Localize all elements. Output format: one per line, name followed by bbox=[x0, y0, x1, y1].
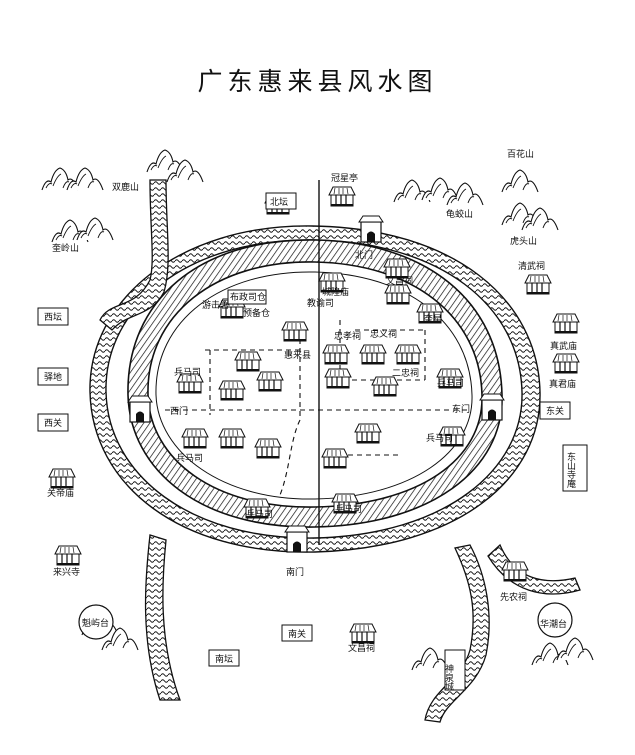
label-jiaoyu-si: 教谕司 bbox=[307, 297, 334, 309]
label-bingma-si-5: 兵马司 bbox=[246, 508, 273, 520]
label-youji-shu: 游击署 bbox=[202, 299, 229, 311]
label-wenchang-ci-2: 文昌祠 bbox=[348, 642, 375, 654]
label-bingma-si-3: 兵马司 bbox=[426, 432, 453, 444]
south-gate bbox=[284, 525, 310, 553]
label-busheng-cangku: 布政司仓 bbox=[230, 291, 266, 303]
label-dong-guan: 东关 bbox=[546, 405, 564, 417]
label-bingma-si-2: 兵马司 bbox=[437, 377, 464, 389]
label-kuixing: 奎星 bbox=[424, 313, 442, 325]
label-wenchang-ci: 文昌祠 bbox=[386, 275, 413, 287]
label-nan-men: 南门 bbox=[286, 566, 304, 578]
label-guandi-miao: 关帝庙 bbox=[47, 487, 74, 499]
label-bingma-si-4: 兵马司 bbox=[176, 452, 203, 464]
label-xiannong-ci: 先农祠 bbox=[500, 591, 527, 603]
west-gate bbox=[127, 395, 153, 423]
label-bingma-si-1: 兵马司 bbox=[174, 366, 201, 378]
label-bingma-si-6: 兵马司 bbox=[335, 503, 362, 515]
west-river bbox=[99, 179, 169, 331]
label-zhongxiao-ci: 二忠祠 bbox=[392, 367, 419, 379]
label-zhenjun-miao: 真君庙 bbox=[549, 378, 576, 390]
south-east-river bbox=[424, 544, 490, 723]
label-bei-tan: 北坛 bbox=[270, 197, 288, 208]
label-shenquan-cheng: 神泉城 bbox=[443, 663, 454, 692]
north-gate bbox=[358, 215, 384, 243]
label-guibo-shan: 龟蛟山 bbox=[446, 208, 473, 220]
label-dong-men: 东门 bbox=[452, 403, 470, 415]
label-zhenwu-miao: 真武庙 bbox=[550, 340, 577, 352]
label-baihua-shan: 百花山 bbox=[507, 148, 534, 160]
label-bei-men: 北门 bbox=[355, 249, 373, 261]
label-guoyi-cang: 预备仓 bbox=[243, 307, 270, 319]
label-nan-tan: 南坛 bbox=[215, 653, 233, 665]
label-shuanglu-shan: 双鹿山 bbox=[112, 181, 139, 193]
label-yi-di: 驿地 bbox=[44, 371, 62, 383]
label-xi-tan: 西坛 bbox=[44, 312, 62, 323]
label-guanxing-ting: 冠星亭 bbox=[331, 172, 358, 184]
label-laixing-si: 来兴寺 bbox=[53, 567, 80, 578]
label-chenghuang-miao: 城隍庙 bbox=[322, 286, 349, 298]
label-qingwu-ci: 清武祠 bbox=[518, 260, 545, 272]
label-zhongyi-ci: 忠义祠 bbox=[370, 328, 397, 340]
label-dongshan-siyuan: 东山寺庵 bbox=[565, 451, 576, 489]
label-xi-guan: 西关 bbox=[44, 417, 62, 429]
label-zhanxiao-miao: 忠孝祠 bbox=[334, 330, 361, 342]
label-kuiling-shan: 奎岭山 bbox=[52, 242, 79, 254]
map-title: 广东惠来县风水图 bbox=[197, 67, 438, 96]
label-nan-guan: 南关 bbox=[288, 628, 306, 640]
label-hutou-shan: 虎头山 bbox=[510, 235, 537, 247]
label-xi-men: 西门 bbox=[170, 405, 188, 417]
label-huilai-xian: 惠来县 bbox=[284, 349, 311, 361]
label-kuiyu-tai: 魁屿台 bbox=[82, 617, 109, 629]
label-huachao-tai: 华潮台 bbox=[540, 618, 567, 630]
city-wall bbox=[127, 239, 503, 528]
east-gate bbox=[479, 393, 505, 421]
